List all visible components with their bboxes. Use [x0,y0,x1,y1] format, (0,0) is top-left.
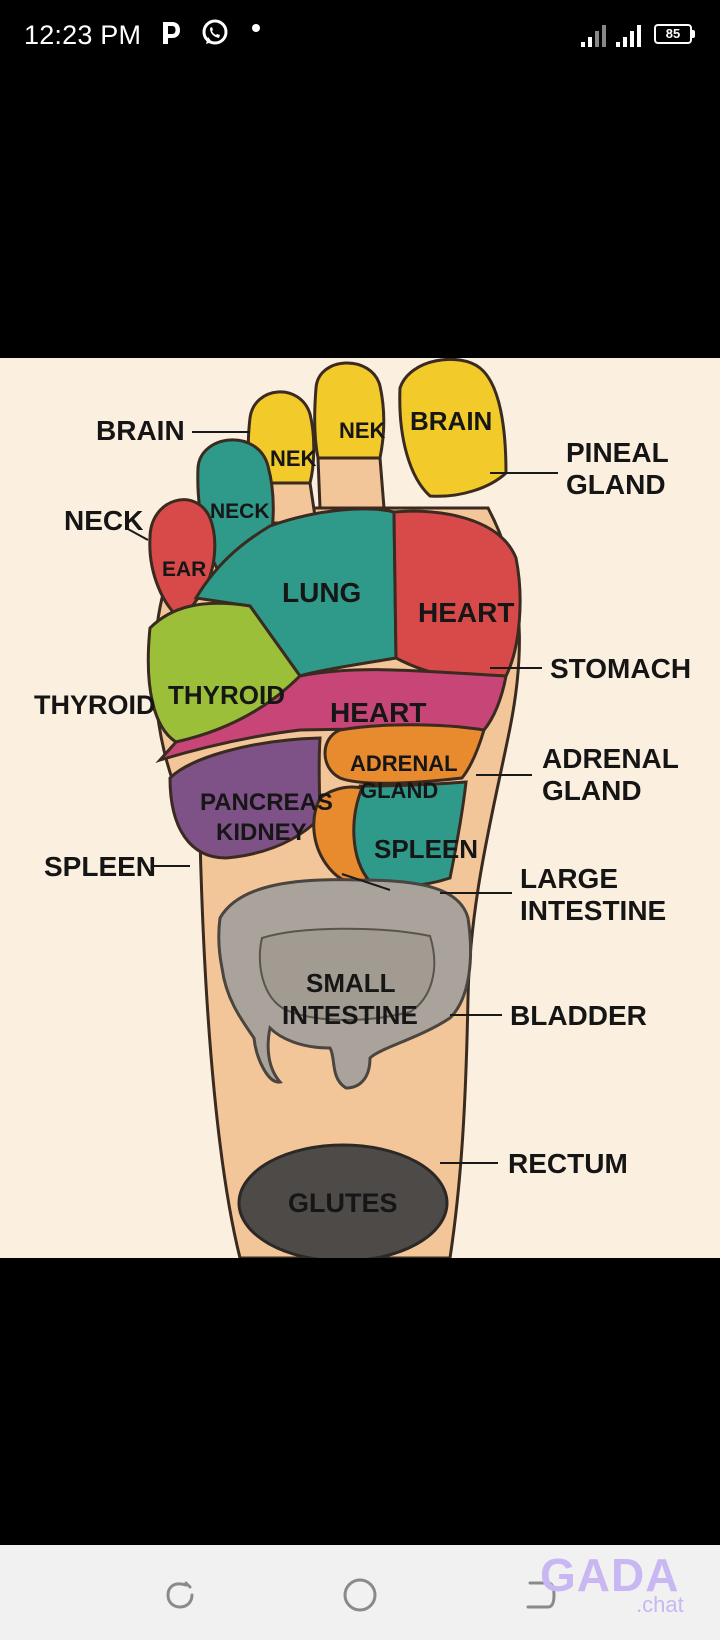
label-large: LARGE [520,863,618,894]
signal-icon [581,25,606,47]
label-stomach: STOMACH [550,653,691,684]
small-intestine-inner [258,927,436,1021]
watermark-main: GADA [540,1549,680,1601]
region-label-spleen: SPLEEN [374,834,478,864]
label-thyroid: THYROID [34,690,156,720]
label-pineal: PINEAL [566,437,669,468]
back-button[interactable] [520,1575,560,1615]
home-button[interactable] [340,1575,380,1615]
recent-apps-button[interactable] [160,1575,200,1615]
gada-watermark: GADA .chat [540,1548,700,1638]
foot-diagram: BRAIN NECK THYROID SPLEEN PINEAL GLAND S… [34,358,691,1258]
region-label-nek-3: NEK [270,446,317,471]
navigation-bar [0,1545,720,1640]
reflexology-image: BRAIN NECK THYROID SPLEEN PINEAL GLAND S… [0,358,720,1258]
status-time: 12:23 PM [24,20,142,50]
label-spleen: SPLEEN [44,851,156,882]
label-bladder: BLADDER [510,1000,647,1031]
signal-icon-2 [616,25,641,47]
region-label-adrenal: ADRENAL [350,751,458,776]
adrenal-region [323,723,486,785]
leader-lines [125,431,558,1164]
region-label-pancreas: PANCREAS [200,789,333,816]
label-brain: BRAIN [96,415,185,446]
region-label-heart-upper: HEART [418,597,514,628]
region-label-small-intestine: INTESTINE [282,1000,418,1030]
heart-mid-region [155,668,508,763]
whatsapp-icon [202,19,228,45]
watermark-sub: .chat [636,1592,684,1617]
label-large-intestine: INTESTINE [520,895,666,926]
region-label-ear: EAR [162,558,206,581]
region-label-neck-4: NECK [210,500,270,523]
label-neck: NECK [64,505,143,536]
region-label-lung: LUNG [282,577,361,608]
label-adrenal-gland: GLAND [542,775,642,806]
parking-app-icon [163,22,180,44]
region-label-adrenal-gland: GLAND [360,778,438,803]
toe-second [313,361,386,460]
label-adrenal: ADRENAL [542,743,679,774]
glutes-region [237,1143,449,1258]
toe-second-base [316,456,386,510]
heart-upper-region [392,509,522,681]
region-label-brain: BRAIN [410,406,492,436]
region-label-glutes: GLUTES [288,1188,398,1218]
region-label-thyroid: THYROID [168,680,285,710]
lung-region [193,507,398,678]
notification-dot [252,24,260,32]
battery-level: 85 [665,26,681,41]
battery-tip [692,30,695,38]
region-label-nek-2: NEK [339,418,386,443]
battery-icon: 85 [654,24,692,44]
toe-fifth [148,498,217,623]
region-label-small: SMALL [306,968,396,998]
label-pineal-gland: GLAND [566,469,666,500]
region-label-heart-mid: HEART [330,697,426,728]
region-label-kidney: KIDNEY [216,819,307,846]
label-rectum: RECTUM [508,1148,628,1179]
status-bar: 12:23 PM 85 [0,0,720,74]
